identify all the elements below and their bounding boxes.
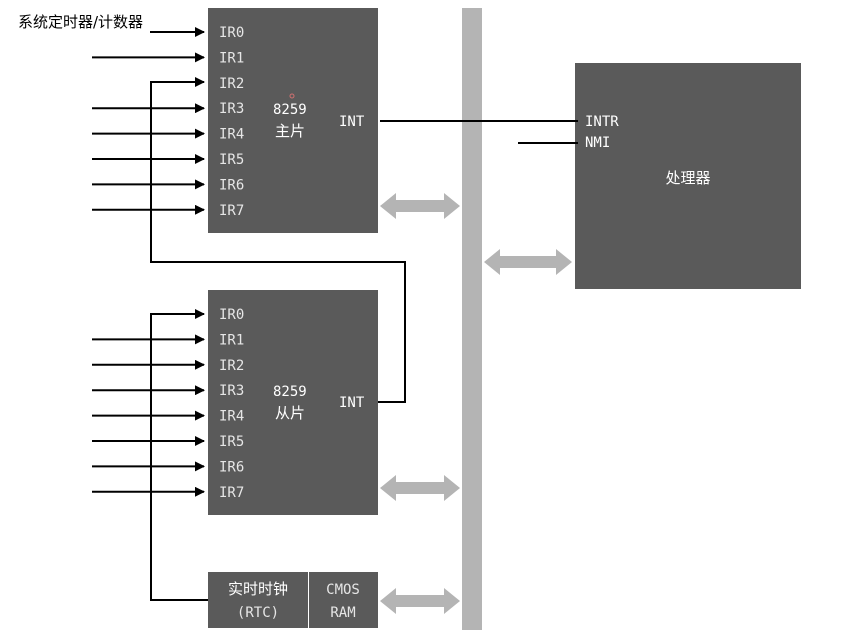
nmi-label: NMI [585, 135, 610, 151]
master-bus-arrow [380, 193, 460, 219]
slave-pin-ir1: IR1 [219, 332, 244, 348]
master-pin-ir6: IR6 [219, 177, 244, 193]
rtc-sub-label: (RTC) [237, 605, 279, 621]
cmos-label: CMOS [326, 582, 360, 598]
slave-int-label: INT [339, 395, 365, 411]
slave-8259-block [208, 290, 378, 515]
slave-pin-ir3: IR3 [219, 383, 244, 399]
master-int-label: INT [339, 114, 365, 130]
master-pin-ir0: IR0 [219, 25, 244, 41]
cmos-block [309, 572, 378, 628]
processor-bus-arrow [484, 249, 572, 275]
rtc-to-ir0-wire [150, 309, 208, 601]
master-pin-ir5: IR5 [219, 152, 244, 168]
master-name-label: 主片 [275, 122, 305, 140]
master-pin-ir1: IR1 [219, 50, 244, 66]
master-8259-block [208, 8, 378, 233]
system-bus [462, 8, 482, 630]
slave-chip-label: 8259 [273, 384, 307, 400]
master-chip-label: 8259 [273, 102, 307, 118]
slave-pin-ir6: IR6 [219, 459, 244, 475]
ram-label: RAM [330, 605, 355, 621]
interrupt-wires [150, 77, 578, 601]
input-arrows [92, 27, 205, 497]
master-pin-ir4: IR4 [219, 127, 244, 143]
intr-label: INTR [585, 114, 619, 130]
slave-pin-ir2: IR2 [219, 358, 244, 374]
slave-bus-arrow [380, 475, 460, 501]
slave-pin-ir4: IR4 [219, 409, 244, 425]
processor-label: 处理器 [665, 169, 710, 187]
processor-block [575, 63, 801, 289]
rtc-label: 实时时钟 [228, 580, 288, 598]
slave-pin-ir0: IR0 [219, 307, 244, 323]
slave-pin-ir5: IR5 [219, 434, 244, 450]
rtc-block [208, 572, 308, 628]
master-pin-ir3: IR3 [219, 101, 244, 117]
master-pin-ir2: IR2 [219, 76, 244, 92]
slave-pin-ir7: IR7 [219, 485, 244, 501]
cascade-wire [150, 77, 406, 403]
slave-name-label: 从片 [275, 404, 305, 422]
small-dot [289, 93, 295, 99]
timer-counter-label: 系统定时器/计数器 [18, 13, 143, 31]
master-pin-ir7: IR7 [219, 203, 244, 219]
cmos-bus-arrow [380, 588, 460, 614]
